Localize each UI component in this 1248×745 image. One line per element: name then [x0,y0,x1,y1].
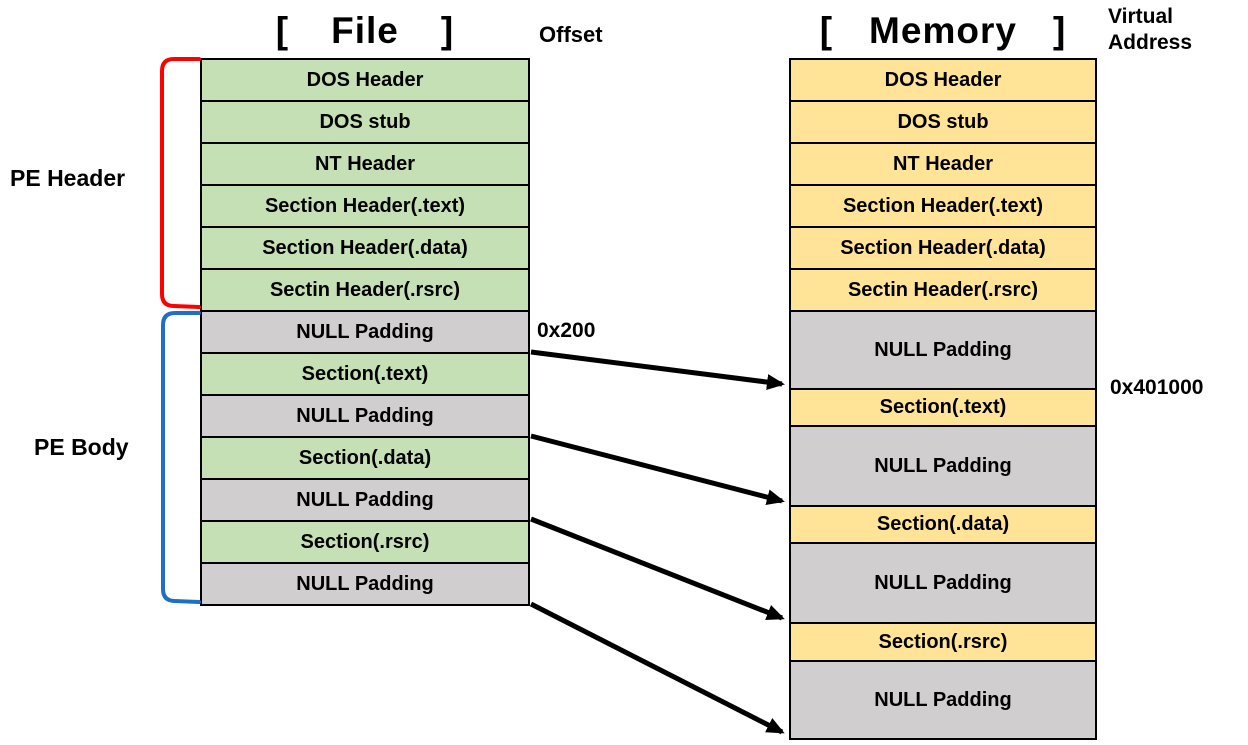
file-row: NULL Padding [200,394,530,438]
offset-label: Offset [539,22,603,47]
memory-title-left-bracket: [ [819,10,834,51]
file-column-title: [ File ] [200,8,530,54]
memory-row: NULL Padding [789,660,1097,740]
memory-row: Section Header(.text) [789,184,1097,228]
memory-column-title: [ Memory ] [789,8,1097,54]
memory-row: DOS stub [789,100,1097,144]
file-row: NULL Padding [200,478,530,522]
file-title-label: File [331,10,399,51]
memory-row: NULL Padding [789,310,1097,390]
file-row: Section(.rsrc) [200,520,530,564]
pe-header-label: PE Header [10,165,126,191]
memory-title-right-bracket: ] [1052,10,1067,51]
virtual-address-label: Virtual Address [1108,4,1192,56]
mapping-arrow [530,433,785,505]
mapping-arrow [530,349,785,391]
virtual-address-line1: Virtual [1108,5,1173,28]
pe-body-label: PE Body [34,434,129,460]
file-row: NULL Padding [200,562,530,606]
memory-row: DOS Header [789,58,1097,102]
memory-row: Sectin Header(.rsrc) [789,268,1097,312]
file-offset-value: 0x200 [537,319,596,342]
file-row: DOS Header [200,58,530,102]
memory-row: Section(.data) [789,505,1097,544]
memory-row: NULL Padding [789,425,1097,507]
file-row: DOS stub [200,100,530,144]
memory-row: Section(.rsrc) [789,622,1097,662]
mapping-arrows [529,349,785,735]
file-title-right-bracket: ] [440,10,455,51]
pe-header-bracket [160,57,201,309]
virtual-address-value: 0x401000 [1110,376,1204,399]
file-row: Section(.text) [200,352,530,396]
file-row: Section(.data) [200,436,530,480]
file-row: Sectin Header(.rsrc) [200,268,530,312]
memory-row: Section Header(.data) [789,226,1097,270]
file-title-left-bracket: [ [275,10,290,51]
file-row: Section Header(.data) [200,226,530,270]
mapping-arrow [529,601,785,735]
memory-title-label: Memory [869,10,1017,51]
memory-row: NULL Padding [789,542,1097,624]
mapping-arrow [530,516,785,621]
file-row: NULL Padding [200,310,530,354]
pe-body-bracket [161,311,201,604]
file-row: NT Header [200,142,530,186]
memory-row: NT Header [789,142,1097,186]
memory-row: Section(.text) [789,388,1097,427]
file-row: Section Header(.text) [200,184,530,228]
virtual-address-line2: Address [1108,31,1193,54]
